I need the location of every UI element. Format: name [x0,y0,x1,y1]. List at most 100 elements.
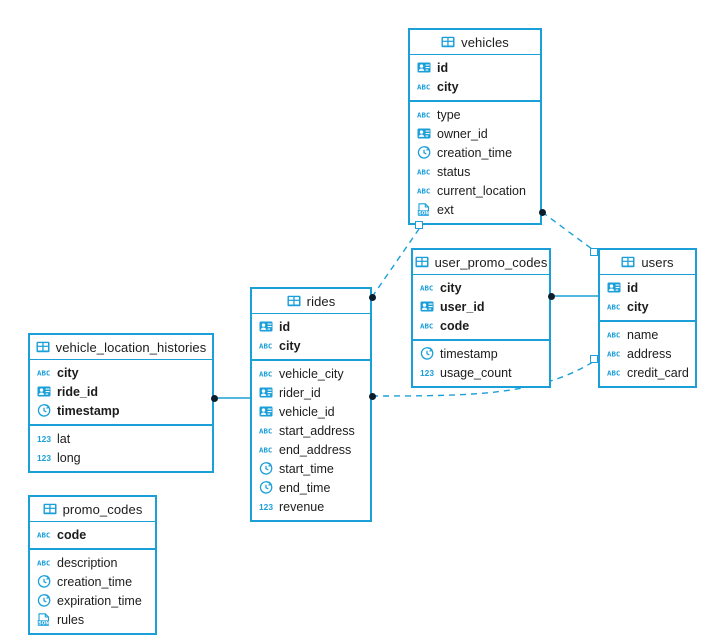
relationship-endpoint-dot-rides-to-vehicles [368,293,376,301]
field-name: ext [437,202,454,217]
table-header-rides[interactable]: rides [252,289,370,314]
fields-section: ABC description creation_time expiration_ti… [30,550,155,633]
field-name: city [437,79,459,94]
number-123-icon: 123 [259,500,273,513]
table-header-vehicles[interactable]: vehicles [410,30,540,55]
field-row-description[interactable]: ABC description [30,553,155,572]
id-badge-icon [417,61,431,74]
field-name: vehicle_city [279,366,344,381]
field-row-id[interactable]: id [252,317,370,336]
field-name: user_id [440,299,485,314]
svg-text:JSON: JSON [417,211,429,216]
svg-text:ABC: ABC [259,427,272,436]
field-row-timestamp[interactable]: timestamp [30,401,212,420]
abc-string-icon: ABC [417,108,431,121]
table-grid-icon [415,256,429,269]
svg-text:ABC: ABC [417,111,430,120]
abc-string-icon: ABC [259,367,273,380]
clock-icon [259,481,273,494]
field-row-end_time[interactable]: end_time [252,478,370,497]
field-row-vehicle_id[interactable]: vehicle_id [252,402,370,421]
field-row-start_time[interactable]: start_time [252,459,370,478]
table-header-users[interactable]: users [600,250,695,275]
clock-icon [37,404,51,417]
field-name: rules [57,612,85,627]
table-grid-icon [36,341,50,354]
field-row-owner_id[interactable]: owner_id [410,124,540,143]
svg-text:ABC: ABC [37,559,50,568]
svg-text:123: 123 [420,368,434,378]
abc-string-icon: ABC [37,528,51,541]
clock-icon [37,575,51,588]
field-row-expiration_time[interactable]: expiration_time [30,591,155,610]
abc-string-icon: ABC [607,366,621,379]
field-row-rules[interactable]: JSON rules [30,610,155,629]
table-grid-icon [441,36,455,49]
field-name: vehicle_id [279,404,335,419]
field-name: end_time [279,480,331,495]
field-row-id[interactable]: id [410,58,540,77]
abc-string-icon: ABC [417,184,431,197]
table-title: vehicle_location_histories [55,339,207,355]
field-row-timestamp[interactable]: timestamp [413,344,549,363]
relationship-endpoint-dot-rides-to-users [368,392,376,400]
relationship-endpoint-square-rides-to-vehicles [415,221,423,229]
field-row-creation_time[interactable]: creation_time [410,143,540,162]
field-row-id[interactable]: id [600,278,695,297]
field-row-user_id[interactable]: user_id [413,297,549,316]
svg-text:ABC: ABC [607,369,620,378]
field-row-ride_id[interactable]: ride_id [30,382,212,401]
table-grid-icon [43,503,57,516]
field-row-creation_time[interactable]: creation_time [30,572,155,591]
field-name: expiration_time [57,593,142,608]
field-row-ext[interactable]: JSON ext [410,200,540,219]
field-name: timestamp [57,403,120,418]
field-name: end_address [279,442,352,457]
field-name: status [437,164,471,179]
field-name: description [57,555,118,570]
field-row-rider_id[interactable]: rider_id [252,383,370,402]
field-name: lat [57,431,71,446]
table-header-promo_codes[interactable]: promo_codes [30,497,155,522]
table-header-vehicle_location_histories[interactable]: vehicle_location_histories [30,335,212,360]
field-name: id [279,319,291,334]
table-title: promo_codes [62,501,143,517]
field-name: name [627,327,659,342]
field-name: address [627,346,672,361]
table-grid-icon [621,256,635,269]
json-document-icon: JSON [37,613,51,626]
table-header-user_promo_codes[interactable]: user_promo_codes [413,250,549,275]
field-row-vehicle_city[interactable]: ABC vehicle_city [252,364,370,383]
